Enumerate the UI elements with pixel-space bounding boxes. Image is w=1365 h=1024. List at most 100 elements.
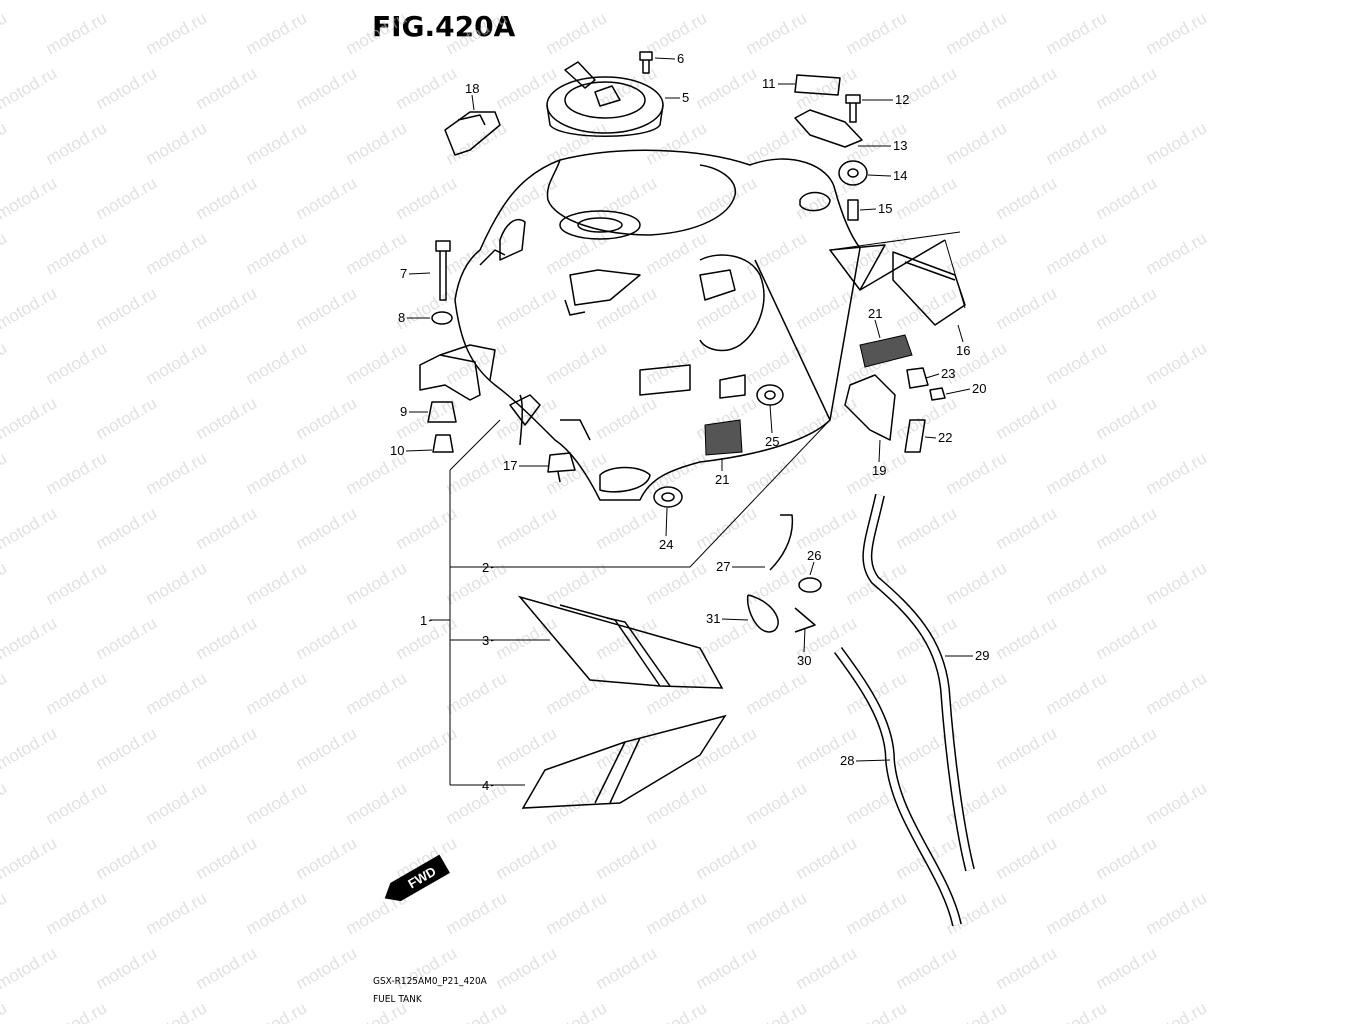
watermark-text: motod.ru xyxy=(1143,668,1211,718)
watermark-text: motod.ru xyxy=(343,558,411,608)
watermark-text: motod.ru xyxy=(93,943,161,993)
callout-label: 20 xyxy=(972,381,986,396)
watermark-text: motod.ru xyxy=(993,613,1061,663)
watermark-text: motod.ru xyxy=(993,723,1061,773)
watermark-text: motod.ru xyxy=(1043,448,1111,498)
watermark-text: motod.ru xyxy=(143,228,211,278)
watermark-text: motod.ru xyxy=(893,943,961,993)
watermark-text: motod.ru xyxy=(43,668,111,718)
watermark-text: motod.ru xyxy=(0,118,10,168)
watermark-text: motod.ru xyxy=(93,63,161,113)
watermark-text: motod.ru xyxy=(743,778,811,828)
watermark-text: motod.ru xyxy=(643,778,711,828)
watermark-text: motod.ru xyxy=(543,8,611,58)
watermark-text: motod.ru xyxy=(843,998,911,1024)
watermark-text: motod.ru xyxy=(1143,8,1211,58)
watermark-text: motod.ru xyxy=(643,338,711,388)
watermark-text: motod.ru xyxy=(193,63,261,113)
callout-label: 4 xyxy=(482,778,489,793)
watermark-text: motod.ru xyxy=(1143,888,1211,938)
watermark-text: motod.ru xyxy=(143,448,211,498)
callout-label: 7 xyxy=(400,266,407,281)
watermark-text: motod.ru xyxy=(1143,228,1211,278)
watermark-text: motod.ru xyxy=(0,0,60,3)
callout-label: 25 xyxy=(765,434,779,449)
watermark-text: motod.ru xyxy=(143,558,211,608)
callout-label: 11 xyxy=(762,76,776,91)
watermark-text: motod.ru xyxy=(293,503,361,553)
callout-leader xyxy=(924,436,937,439)
watermark-text: motod.ru xyxy=(893,0,961,3)
watermark-text: motod.ru xyxy=(193,833,261,883)
callout-labels: 1234567891011121314151617181920212122232… xyxy=(390,51,989,793)
watermark-text: motod.ru xyxy=(0,448,10,498)
watermark-text: motod.ru xyxy=(943,448,1011,498)
watermark-text: motod.ru xyxy=(793,943,861,993)
watermark-text: motod.ru xyxy=(1043,778,1111,828)
watermark-text: motod.ru xyxy=(593,173,661,223)
watermark-text: motod.ru xyxy=(743,888,811,938)
callout-leader xyxy=(925,373,940,379)
callout-label: 15 xyxy=(878,201,892,216)
watermark-text: motod.ru xyxy=(43,998,111,1024)
watermark-text: motod.ru xyxy=(543,668,611,718)
callout-label: 26 xyxy=(807,548,821,563)
watermark-text: motod.ru xyxy=(0,998,10,1024)
watermark-text: motod.ru xyxy=(393,0,461,3)
watermark-text: motod.ru xyxy=(243,998,311,1024)
callout-label: 9 xyxy=(400,404,407,419)
watermark-text: motod.ru xyxy=(993,63,1061,113)
watermark-text: motod.ru xyxy=(1143,338,1211,388)
watermark-text: motod.ru xyxy=(1043,558,1111,608)
watermark-text: motod.ru xyxy=(143,118,211,168)
watermark-text: motod.ru xyxy=(343,338,411,388)
watermark-text: motod.ru xyxy=(0,723,60,773)
watermark-text: motod.ru xyxy=(793,503,861,553)
watermark-text: motod.ru xyxy=(193,503,261,553)
callout-label: 30 xyxy=(797,653,811,668)
watermark-text: motod.ru xyxy=(0,833,60,883)
callout-leader xyxy=(867,174,892,177)
callout-leader xyxy=(490,784,495,787)
watermark-text: motod.ru xyxy=(0,503,60,553)
watermark-text: motod.ru xyxy=(443,998,511,1024)
watermark-text: motod.ru xyxy=(993,173,1061,223)
watermark-text: motod.ru xyxy=(93,723,161,773)
watermark-text: motod.ru xyxy=(643,118,711,168)
watermark-text: motod.ru xyxy=(993,943,1061,993)
watermark-text: motod.ru xyxy=(943,118,1011,168)
watermark-text: motod.ru xyxy=(493,503,561,553)
watermark-text: motod.ru xyxy=(1043,8,1111,58)
watermark-text: motod.ru xyxy=(693,0,761,3)
callout-leader xyxy=(957,324,964,343)
watermark-text: motod.ru xyxy=(243,558,311,608)
watermark-text: motod.ru xyxy=(443,668,511,718)
callout-label: 19 xyxy=(872,463,886,478)
watermark-text: motod.ru xyxy=(243,338,311,388)
watermark-text: motod.ru xyxy=(0,173,60,223)
watermark-text: motod.ru xyxy=(793,833,861,883)
watermark-text: motod.ru xyxy=(393,173,461,223)
watermark-text: motod.ru xyxy=(1143,778,1211,828)
watermark-layer: motod.ru motod.ru motod.ru motod.ru motod.ru… xyxy=(0,0,1210,1024)
watermark-text: motod.ru xyxy=(543,998,611,1024)
watermark-text: motod.ru xyxy=(743,998,811,1024)
watermark-text: motod.ru xyxy=(293,723,361,773)
watermark-text: motod.ru xyxy=(543,338,611,388)
callout-label: 3 xyxy=(482,633,489,648)
watermark-text: motod.ru xyxy=(243,448,311,498)
watermark-text: motod.ru xyxy=(543,888,611,938)
watermark-text: motod.ru xyxy=(743,448,811,498)
watermark-text: motod.ru xyxy=(293,63,361,113)
callout-leader xyxy=(721,618,749,621)
callout-leader xyxy=(878,439,881,463)
watermark-text: motod.ru xyxy=(643,998,711,1024)
watermark-text: motod.ru xyxy=(93,833,161,883)
watermark-text: motod.ru xyxy=(1093,393,1161,443)
callout-leader xyxy=(665,507,668,537)
watermark-text: motod.ru xyxy=(43,338,111,388)
callout-label: 6 xyxy=(677,51,684,66)
watermark-text: motod.ru xyxy=(893,503,961,553)
callout-label: 5 xyxy=(682,90,689,105)
